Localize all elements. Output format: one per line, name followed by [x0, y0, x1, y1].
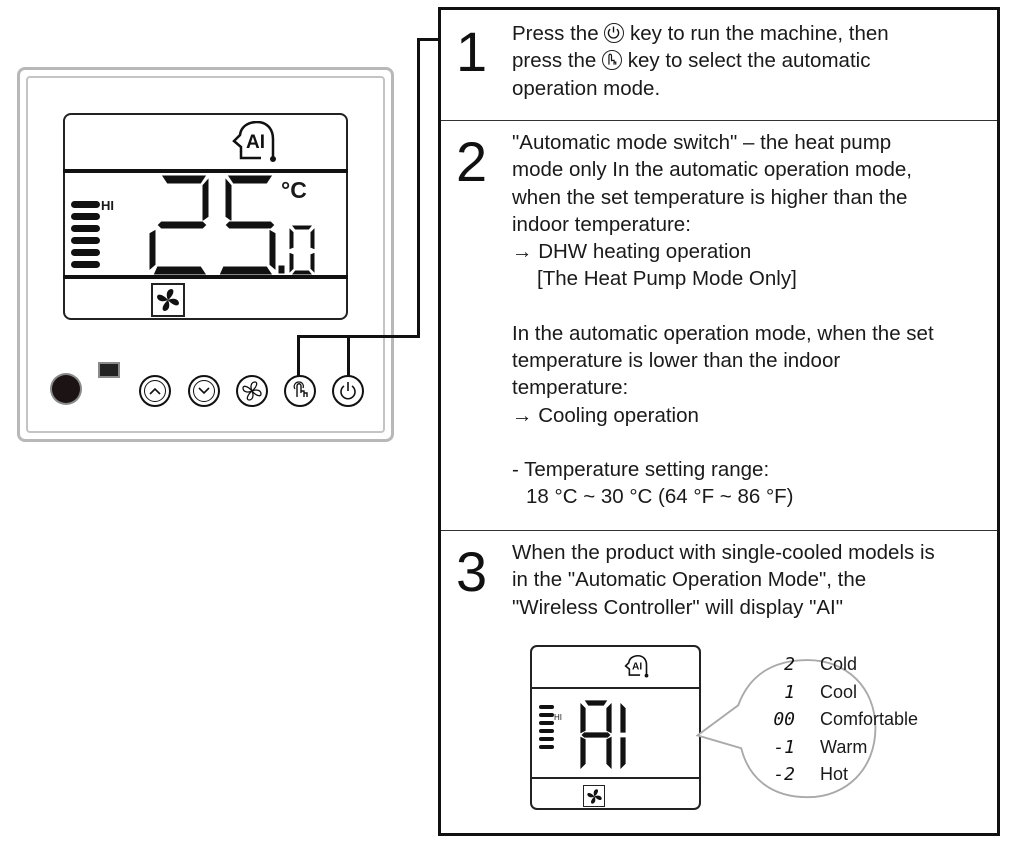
connector-line	[418, 38, 440, 41]
text: - Temperature setting range:	[512, 457, 770, 481]
text: press the	[512, 49, 597, 73]
power-icon	[340, 382, 356, 400]
text: mode only In the automatic operation mod…	[512, 158, 912, 182]
text: → DHW heating operation	[512, 240, 752, 264]
mode-key[interactable]	[284, 375, 316, 407]
comfort-label: Comfortable	[820, 709, 919, 729]
ai-head-icon: AI	[624, 653, 654, 681]
fan-key[interactable]	[236, 375, 268, 407]
text: "Automatic mode switch" – the heat pump	[512, 131, 892, 154]
hand-pointer-icon	[293, 381, 308, 397]
step-text: When the product with single-cooled mode…	[512, 539, 987, 621]
text: temperature is lower than the indoor	[512, 349, 841, 373]
ai-seven-segment	[579, 700, 627, 770]
comfort-label: Cool	[820, 682, 858, 702]
comfort-code: 00	[773, 709, 795, 730]
temperature-seven-segment	[148, 175, 316, 275]
comfort-row: 2 Cold	[751, 654, 941, 682]
comfort-row: 00 Comfortable	[751, 709, 941, 737]
hand-pointer-icon	[602, 50, 623, 71]
fan-speed-hi-label: HI	[554, 713, 562, 722]
comfort-scale-bubble	[696, 659, 877, 799]
comfort-label: Hot	[820, 764, 849, 784]
ai-icon-text: AI	[632, 662, 642, 673]
text: Press the	[512, 22, 599, 45]
step-3: 3 When the product with single-cooled mo…	[441, 530, 997, 833]
power-key[interactable]	[332, 375, 364, 407]
text: "Wireless Controller" will display "AI"	[512, 595, 843, 619]
ai-head-icon: AI	[231, 121, 287, 165]
comfort-label: Warm	[820, 737, 868, 757]
comfort-code: -2	[773, 764, 795, 785]
ai-icon-text: AI	[246, 132, 265, 153]
comfort-label: Cold	[820, 654, 858, 674]
text: operation mode.	[512, 76, 661, 100]
step-text: Press the key to run the machine, then p…	[512, 20, 987, 102]
step-1: 1 Press the key to run the machine, then…	[441, 10, 997, 121]
power-icon	[604, 23, 625, 43]
fan-speed-level-bars	[539, 705, 554, 749]
text: [The Heat Pump Mode Only]	[537, 267, 797, 291]
fan-icon	[242, 381, 262, 401]
up-key[interactable]	[139, 375, 171, 407]
comfort-row: -2 Hot	[751, 764, 941, 792]
lcd-divider-bottom	[63, 275, 348, 279]
fan-mode-icon	[583, 785, 605, 807]
lcd-divider-top	[530, 687, 701, 689]
chevron-up-icon	[144, 380, 166, 402]
comfort-code: 1	[784, 682, 795, 703]
step-number: 2	[456, 130, 488, 193]
step-number: 3	[456, 540, 488, 603]
fan-speed-level-bars	[71, 201, 100, 268]
mini-lcd-display: AI HI	[530, 645, 701, 810]
text: indoor temperature:	[512, 212, 691, 236]
step-2: 2 "Automatic mode switch" – the heat pum…	[441, 120, 997, 531]
step-text: "Automatic mode switch" – the heat pump …	[512, 129, 987, 511]
text: In the automatic operation mode, when th…	[512, 321, 934, 345]
down-key[interactable]	[188, 375, 220, 407]
step-number: 1	[456, 20, 488, 83]
text: in the "Automatic Operation Mode", the	[512, 568, 867, 592]
comfort-code: -1	[773, 737, 795, 758]
text: temperature:	[512, 376, 629, 400]
fan-mode-icon	[151, 283, 185, 317]
connector-line	[347, 335, 350, 377]
text: key to run the machine, then	[630, 22, 889, 45]
text: When the product with single-cooled mode…	[512, 541, 935, 564]
connector-line	[297, 335, 420, 338]
comfort-row: -1 Warm	[751, 737, 941, 765]
comfort-code: 2	[784, 654, 795, 675]
text: 18 °C ~ 30 °C (64 °F ~ 86 °F)	[526, 485, 794, 509]
connector-line	[417, 38, 420, 338]
lcd-display: AI HI	[63, 113, 348, 320]
status-led	[100, 364, 118, 376]
fan-speed-hi-label: HI	[101, 198, 114, 213]
ir-receiver	[52, 375, 80, 403]
text: → Cooling operation	[512, 403, 699, 427]
chevron-down-icon	[193, 380, 215, 402]
unit-celsius: °C	[281, 177, 307, 203]
panel-inner-bezel	[26, 76, 385, 433]
instruction-box: 1 Press the key to run the machine, then…	[438, 7, 1000, 836]
lcd-divider-top	[63, 169, 348, 173]
comfort-row: 1 Cool	[751, 682, 941, 710]
text: key to select the automatic	[627, 49, 871, 73]
text: when the set temperature is higher than …	[512, 185, 908, 209]
lcd-divider-bottom	[530, 777, 701, 779]
connector-line	[297, 335, 300, 377]
